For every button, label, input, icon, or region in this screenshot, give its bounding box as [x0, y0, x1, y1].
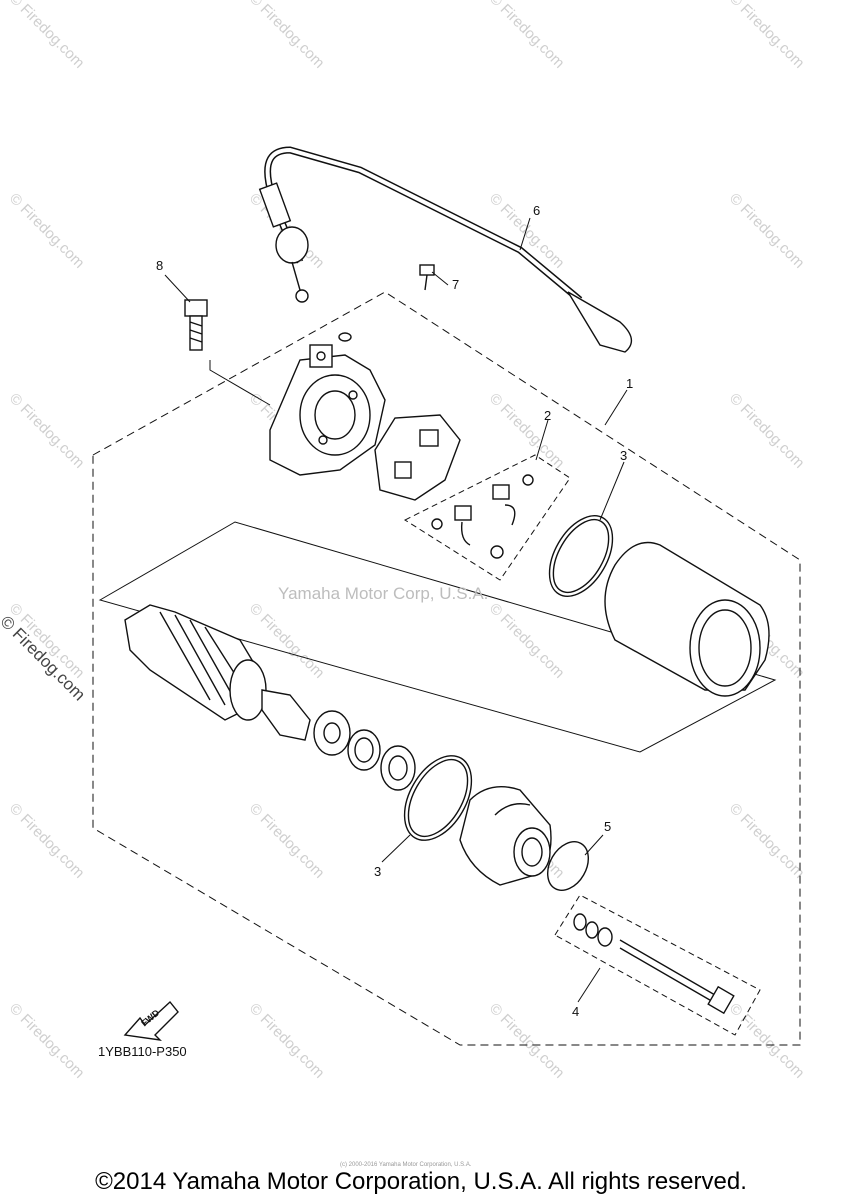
o-ring-upper: [548, 515, 614, 597]
washer: [313, 710, 351, 756]
o-ring-lower: [403, 755, 473, 841]
armature: [124, 604, 311, 741]
front-cover: [269, 344, 386, 476]
yoke-housing: [604, 541, 770, 697]
lead-wire: [258, 146, 633, 353]
assembly-boundary: [92, 291, 801, 1046]
callout-7: 7: [452, 277, 460, 292]
callout-2: 2: [544, 408, 552, 423]
brush-kit-parts: [431, 474, 534, 559]
armature-box: [98, 521, 777, 753]
washer-small: [338, 332, 352, 342]
callout-5: 5: [604, 819, 612, 834]
diagram-code: 1YBB110-P350: [98, 1044, 187, 1059]
callout-3-upper: 3: [620, 448, 628, 463]
callout-6: 6: [533, 203, 541, 218]
brush-holder: [374, 414, 461, 501]
bolt-kit-boundary: [554, 894, 761, 1036]
bearing: [380, 745, 416, 791]
fwd-arrow: [123, 1000, 179, 1041]
callout-8: 8: [156, 258, 164, 273]
fine-print: (c) 2000-2016 Yamaha Motor Corporation, …: [340, 1162, 472, 1168]
callout-1: 1: [626, 376, 634, 391]
center-watermark: Yamaha Motor Corp, U.S.A.: [278, 584, 489, 603]
o-ring-small: [547, 841, 589, 891]
bolt-8: [184, 299, 208, 351]
callout-4: 4: [572, 1004, 580, 1019]
through-bolts: [573, 913, 735, 1015]
screw-7: [419, 264, 435, 291]
rear-cover: [459, 786, 552, 886]
callout-3-lower: 3: [374, 864, 382, 879]
copyright-footer: ©2014 Yamaha Motor Corporation, U.S.A. A…: [95, 1168, 747, 1195]
oil-seal: [347, 729, 381, 771]
